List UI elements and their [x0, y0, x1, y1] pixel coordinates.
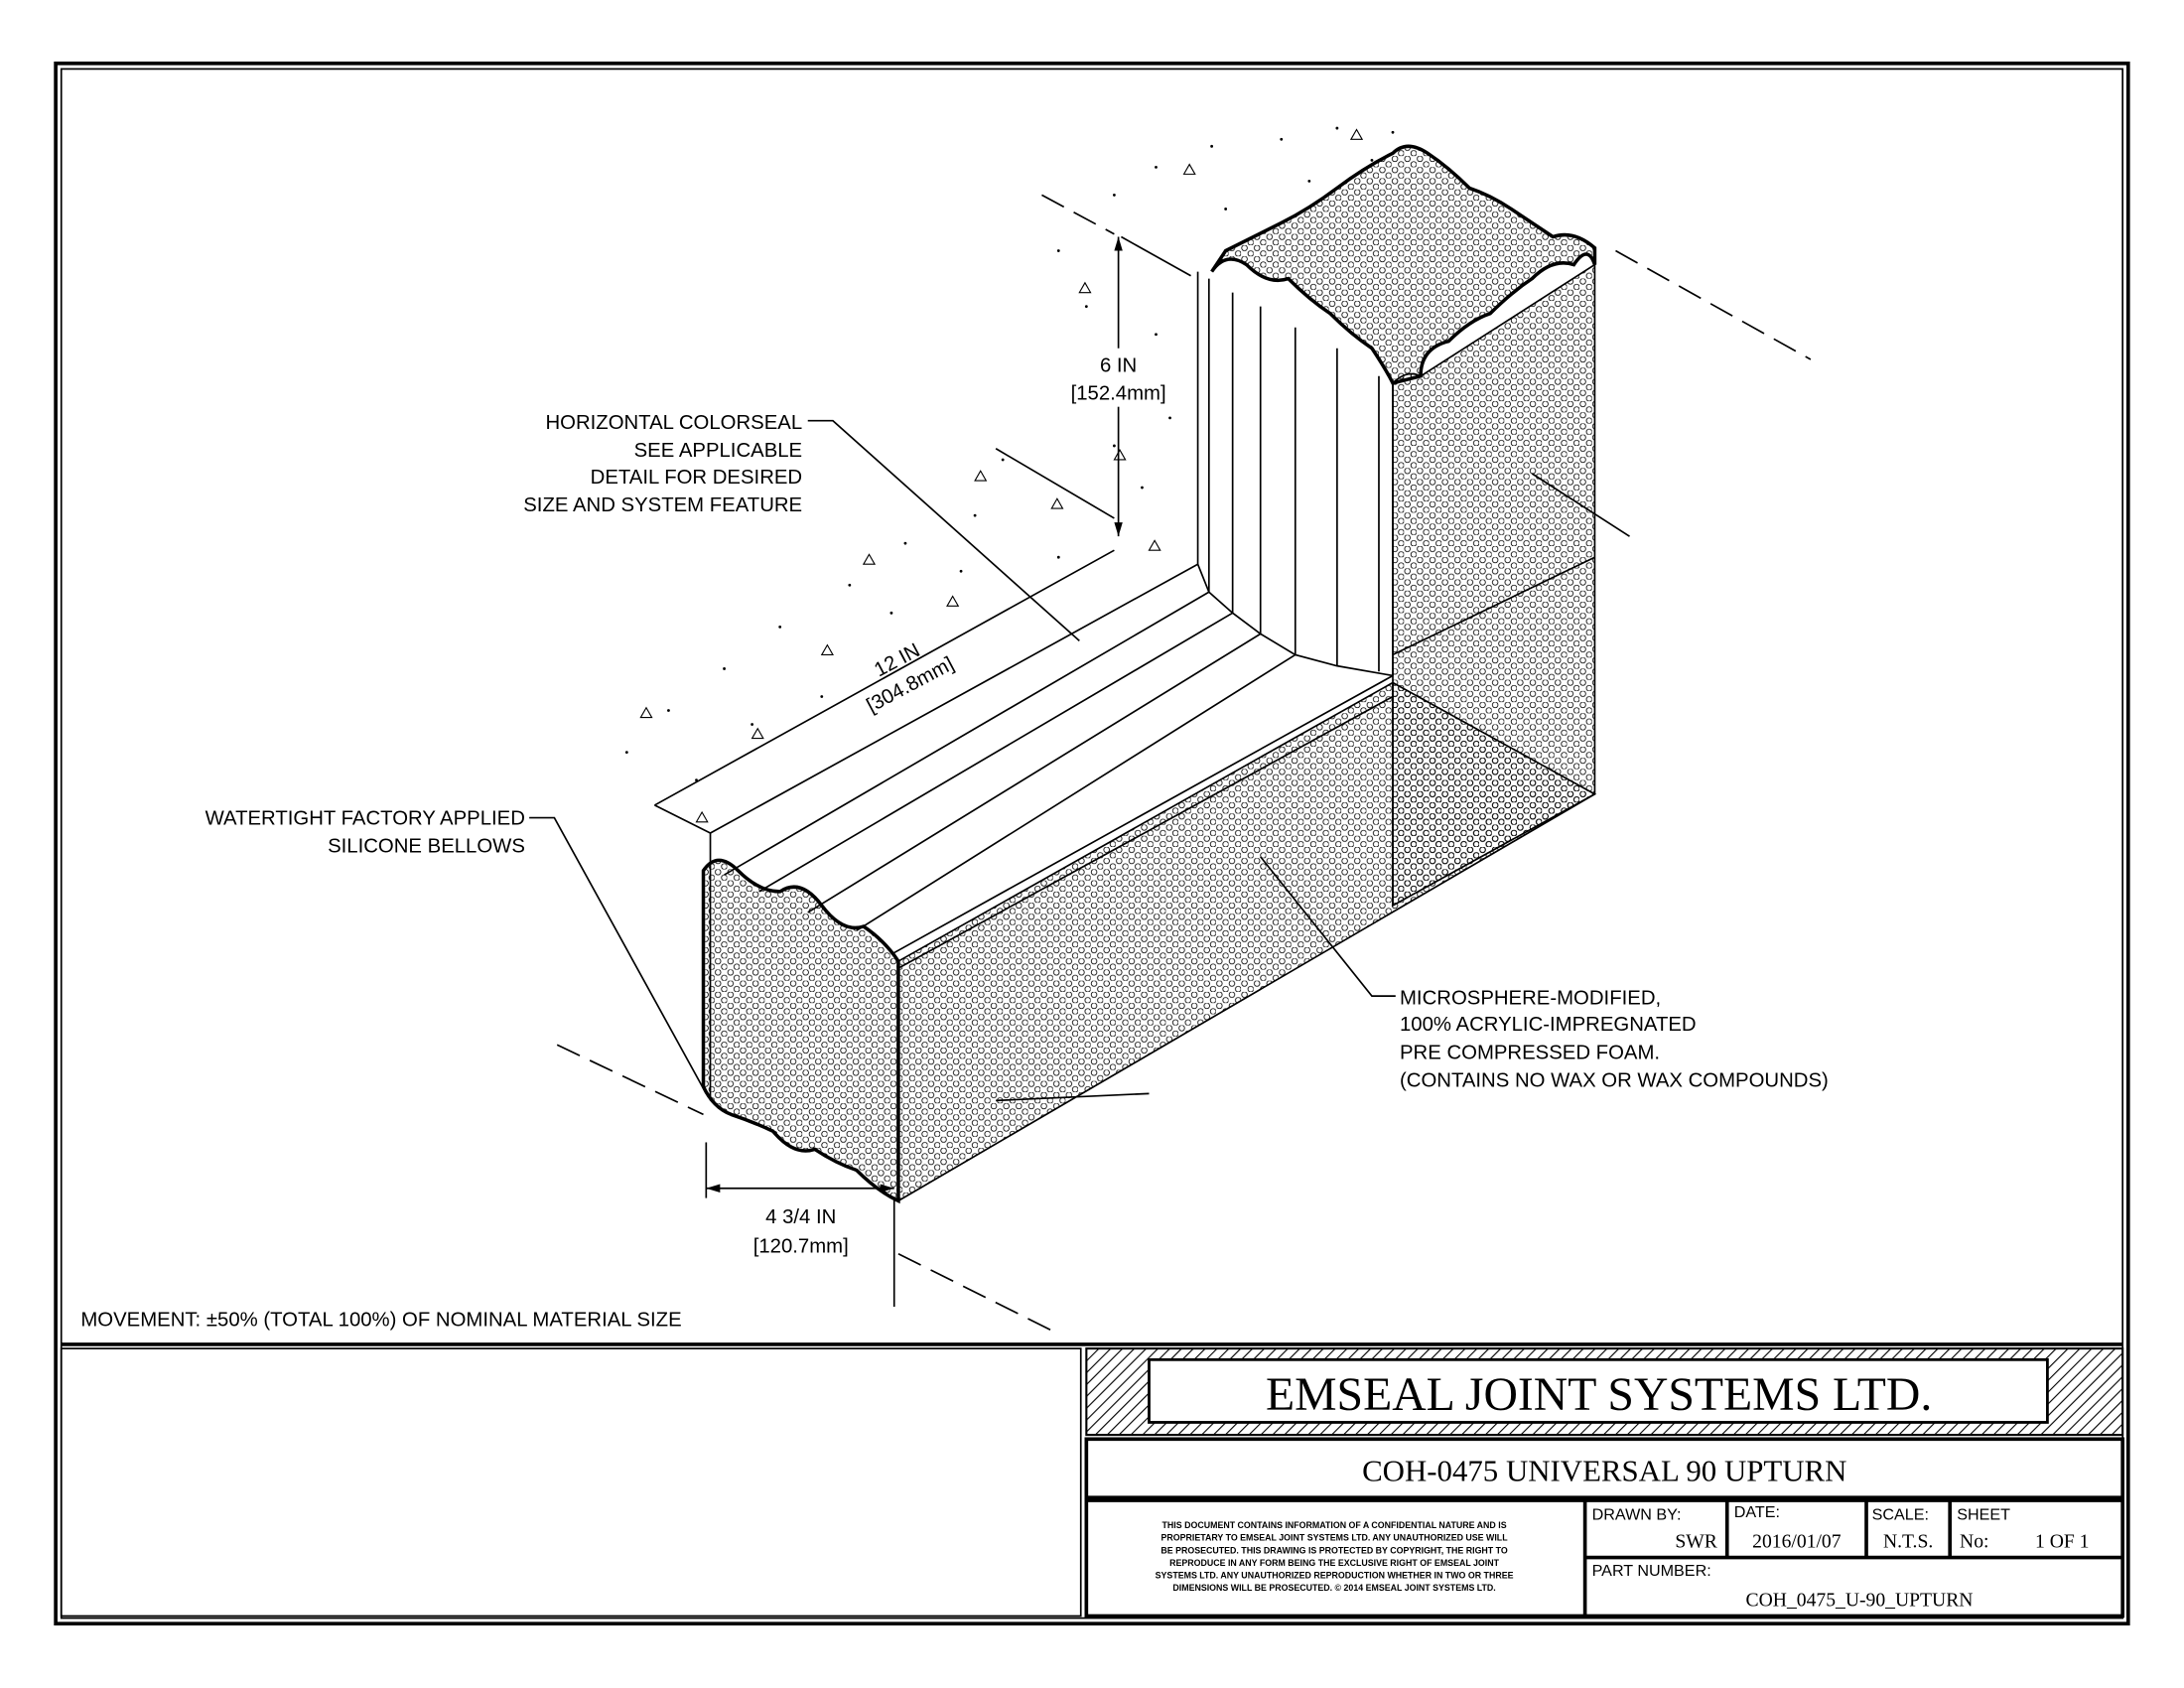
svg-text:SILICONE BELLOWS: SILICONE BELLOWS [328, 836, 525, 858]
svg-text:SEE APPLICABLE: SEE APPLICABLE [634, 440, 803, 462]
width-dimension-metric: [120.7mm] [753, 1235, 849, 1257]
disclaimer: THIS DOCUMENT CONTAINS INFORMATION OF A … [1156, 1520, 1514, 1593]
sheet-outer-border [54, 62, 2130, 1626]
svg-text:DETAIL FOR DESIRED: DETAIL FOR DESIRED [591, 467, 802, 489]
svg-text:100% ACRYLIC-IMPREGNATED: 100% ACRYLIC-IMPREGNATED [1400, 1014, 1697, 1036]
callout-bellows: WATERTIGHT FACTORY APPLIED SILICONE BELL… [205, 808, 708, 1094]
part-number-label: PART NUMBER: [1592, 1562, 1711, 1580]
sheet-inner-border [60, 68, 2124, 1619]
date-value: 2016/01/07 [1752, 1531, 1842, 1553]
svg-text:MICROSPHERE-MODIFIED,: MICROSPHERE-MODIFIED, [1400, 988, 1661, 1010]
svg-text:BE PROSECUTED. THIS DRAWING IS: BE PROSECUTED. THIS DRAWING IS PROTECTED… [1160, 1545, 1508, 1555]
svg-text:SIZE AND SYSTEM FEATURE: SIZE AND SYSTEM FEATURE [523, 494, 802, 516]
svg-text:SYSTEMS LTD. ANY UNAUTHORIZED: SYSTEMS LTD. ANY UNAUTHORIZED REPRODUCTI… [1156, 1571, 1514, 1581]
movement-note: MOVEMENT: ±50% (TOTAL 100%) OF NOMINAL M… [80, 1310, 681, 1332]
concrete-stipple [624, 126, 1395, 823]
dimension-height: 6 IN [152.4mm] [1055, 236, 1181, 537]
extension-lines [556, 194, 1812, 1332]
sheet-no-label: No: [1960, 1531, 1988, 1553]
drawn-by-label: DRAWN BY: [1592, 1506, 1682, 1524]
scale-value: N.T.S. [1883, 1531, 1933, 1553]
part-number-value: COH_0475_U-90_UPTURN [1746, 1590, 1974, 1612]
svg-text:DIMENSIONS WILL BE PROSECUTED.: DIMENSIONS WILL BE PROSECUTED. © 2014 EM… [1172, 1583, 1495, 1593]
date-label: DATE: [1734, 1503, 1780, 1521]
dimension-width: 4 3/4 IN [120.7mm] [705, 1142, 895, 1308]
callout-colorseal: HORIZONTAL COLORSEAL SEE APPLICABLE DETA… [523, 412, 1080, 642]
svg-text:WATERTIGHT FACTORY APPLIED: WATERTIGHT FACTORY APPLIED [205, 808, 525, 830]
height-dimension-metric: [152.4mm] [1071, 383, 1166, 405]
sheet-value: 1 OF 1 [2035, 1531, 2090, 1553]
scale-label: SCALE: [1872, 1506, 1929, 1524]
notes-box [60, 1347, 1082, 1618]
foam-end-face [701, 858, 900, 1204]
width-dimension-imperial: 4 3/4 IN [765, 1206, 836, 1228]
svg-text:PROPRIETARY TO EMSEAL JOINT SY: PROPRIETARY TO EMSEAL JOINT SYSTEMS LTD.… [1161, 1533, 1509, 1543]
svg-text:HORIZONTAL COLORSEAL: HORIZONTAL COLORSEAL [545, 412, 802, 434]
drawn-by-value: SWR [1675, 1531, 1717, 1553]
sheet-label: SHEET [1957, 1506, 2010, 1524]
drawing-title: COH-0475 UNIVERSAL 90 UPTURN [1362, 1454, 1846, 1487]
svg-text:(CONTAINS NO WAX OR WAX COMPOU: (CONTAINS NO WAX OR WAX COMPOUNDS) [1400, 1069, 1829, 1091]
svg-text:PRE COMPRESSED FOAM.: PRE COMPRESSED FOAM. [1400, 1042, 1660, 1063]
svg-text:THIS DOCUMENT CONTAINS INFORMA: THIS DOCUMENT CONTAINS INFORMATION OF A … [1162, 1520, 1507, 1530]
height-dimension-imperial: 6 IN [1100, 355, 1137, 377]
callout-foam: MICROSPHERE-MODIFIED, 100% ACRYLIC-IMPRE… [1260, 856, 1829, 1091]
svg-text:REPRODUCE IN ANY FORM BEING TH: REPRODUCE IN ANY FORM BEING THE EXCLUSIV… [1169, 1558, 1500, 1568]
foam-top-face [1210, 144, 1597, 385]
title-block: EMSEAL JOINT SYSTEMS LTD. COH-0475 UNIVE… [60, 1347, 2124, 1618]
company-name: EMSEAL JOINT SYSTEMS LTD. [1266, 1368, 1932, 1421]
